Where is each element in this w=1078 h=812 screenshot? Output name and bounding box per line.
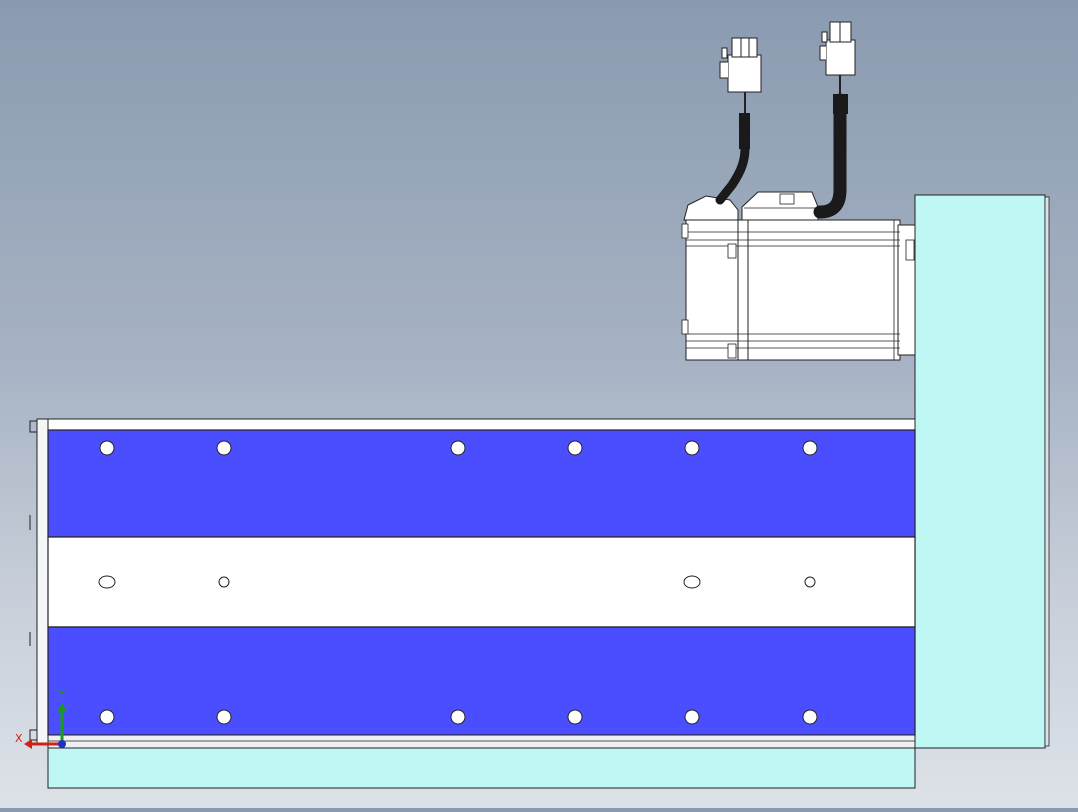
slot-hole	[683, 575, 701, 589]
triad-x-arrow	[24, 739, 32, 749]
slot-hole	[98, 575, 116, 589]
connector-left	[719, 37, 762, 93]
connector-right	[819, 21, 856, 76]
encoder-cap-left	[683, 195, 739, 221]
rail-top-blue	[47, 429, 916, 538]
cable-right	[813, 93, 847, 219]
mount-hole	[684, 440, 700, 456]
mount-hole	[216, 709, 232, 725]
coordinate-triad	[24, 703, 67, 749]
encoder-screw	[779, 193, 795, 205]
triad-origin	[58, 740, 66, 748]
motor-clip	[727, 343, 737, 359]
mount-hole	[804, 576, 816, 588]
mount-hole	[802, 440, 818, 456]
left-end-clip-bottom	[29, 729, 37, 741]
middle-strip-holes	[98, 575, 816, 589]
rail-bottom-lip	[47, 734, 916, 749]
mount-hole	[567, 709, 583, 725]
mount-hole	[450, 440, 466, 456]
mount-hole	[802, 709, 818, 725]
end-plate	[914, 194, 1046, 749]
rail-bottom-blue	[47, 626, 916, 736]
middle-strip	[47, 536, 916, 628]
base-plate	[47, 747, 916, 789]
bottom-rail-holes	[99, 709, 818, 725]
triad-y-arrow	[57, 703, 67, 712]
triad-y-label: Y	[58, 688, 65, 701]
motor-clip	[681, 223, 689, 239]
mount-hole	[218, 576, 230, 588]
motor-body	[685, 219, 901, 361]
cable-sleeve	[833, 94, 848, 114]
cable-left	[715, 143, 750, 205]
mount-hole	[684, 709, 700, 725]
motor-clip	[905, 239, 915, 261]
mount-hole	[567, 440, 583, 456]
mount-hole	[450, 709, 466, 725]
mount-hole	[216, 440, 232, 456]
end-plate-lip	[1044, 196, 1050, 747]
left-end-clip-top	[29, 420, 37, 433]
top-rail-holes	[99, 440, 818, 456]
mount-hole	[99, 709, 115, 725]
left-end-cap	[36, 418, 49, 746]
servo-motor	[681, 191, 916, 361]
motor-clip	[727, 243, 737, 259]
mount-hole	[99, 440, 115, 456]
motor-clip	[681, 319, 689, 335]
rail-top-lip	[47, 418, 916, 431]
cable-sleeve	[739, 113, 750, 149]
encoder-cap-right	[741, 191, 819, 221]
triad-x-label: X	[15, 732, 23, 745]
